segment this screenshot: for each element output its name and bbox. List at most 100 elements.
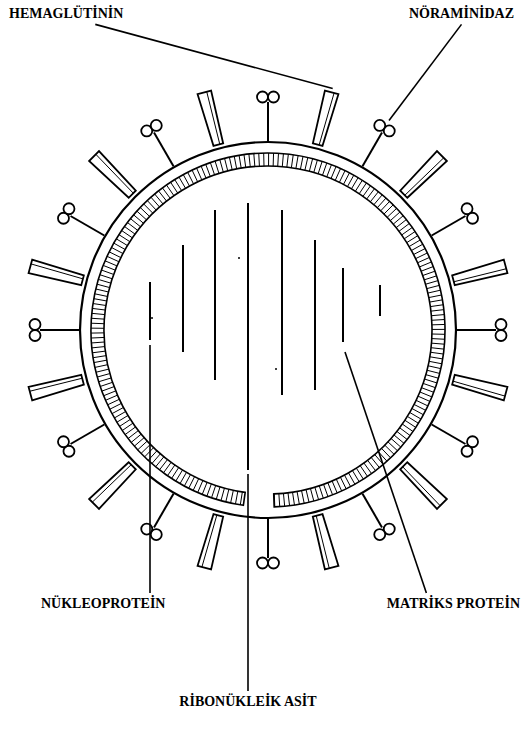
- hatch-line: [343, 173, 349, 185]
- hatch-line: [402, 227, 413, 235]
- hatch-line: [93, 356, 106, 358]
- dot: [275, 368, 277, 370]
- hatch-line: [101, 270, 113, 274]
- hatch-line: [111, 247, 122, 253]
- neuraminidase-spike: [457, 329, 496, 331]
- hatch-line: [418, 396, 430, 401]
- hatch-line: [120, 419, 131, 426]
- hatch-line: [300, 156, 303, 169]
- hatch-line: [100, 275, 112, 279]
- hatch-line: [197, 168, 202, 180]
- hatch-line: [277, 153, 279, 166]
- hatch-line: [107, 256, 119, 261]
- hatch-line: [210, 163, 214, 175]
- hemagglutinin-spike: [453, 381, 505, 396]
- hatch-line: [296, 156, 298, 169]
- hatch-line: [179, 177, 186, 188]
- dot: [238, 257, 240, 259]
- hatch-line: [108, 399, 120, 404]
- hatch-line: [429, 361, 442, 363]
- hatch-line: [206, 164, 211, 176]
- hatch-line: [226, 489, 229, 502]
- hatch-line: [114, 412, 125, 418]
- hatch-line: [183, 175, 189, 186]
- leader-lines: [95, 24, 461, 691]
- hatch-line: [407, 236, 418, 243]
- hatch-line: [92, 308, 105, 310]
- neuraminidase-spike: [154, 494, 174, 528]
- hatch-line: [239, 155, 241, 168]
- hatch-line: [273, 153, 274, 166]
- hatch-line: [263, 153, 264, 166]
- hatch-line: [192, 170, 198, 182]
- hatch-line: [180, 472, 186, 483]
- hatch-line: [407, 416, 418, 423]
- hatch-line: [419, 262, 431, 267]
- hatch-line: [414, 249, 426, 255]
- hatch-line: [104, 391, 116, 396]
- hatch-line: [359, 183, 366, 194]
- hemagglutinin-spike: [30, 378, 82, 391]
- hatch-line: [430, 357, 443, 359]
- hatch-line: [176, 470, 183, 481]
- hatch-line: [198, 481, 203, 493]
- rna-segment: [149, 282, 151, 340]
- hatch-line: [95, 294, 108, 297]
- hatch-line: [432, 324, 445, 325]
- neuraminidase-head: [462, 446, 473, 457]
- hatch-line: [166, 185, 173, 196]
- hatch-line: [423, 271, 435, 275]
- hatch-line: [229, 157, 232, 170]
- neuraminidase-spike: [154, 133, 174, 167]
- rna-segment: [281, 210, 283, 395]
- hatch-line: [112, 407, 123, 413]
- hatch-line: [305, 158, 308, 171]
- hatch-line: [92, 351, 105, 353]
- hemagglutinin-spike: [316, 516, 329, 568]
- hatch-line: [428, 366, 441, 369]
- neuraminidase-spike: [267, 519, 269, 558]
- hatch-line: [414, 404, 426, 410]
- rna-segment: [314, 240, 316, 390]
- part-label: MATRİKS PROTEİN: [386, 596, 521, 611]
- hatch-line: [91, 328, 104, 329]
- hatch-line: [215, 161, 219, 173]
- hatch-line: [240, 492, 242, 505]
- leader-line: [95, 24, 332, 88]
- hemagglutinin-spike: [452, 260, 507, 286]
- hemagglutinin-spike: [400, 462, 447, 509]
- hatch-line: [92, 313, 105, 314]
- hatch-line: [431, 310, 444, 311]
- hatch-line: [93, 304, 106, 306]
- hemagglutinin-spike: [29, 375, 84, 401]
- hatch-line: [322, 163, 326, 175]
- neuraminidase-spike: [71, 425, 105, 445]
- leader-line: [345, 352, 426, 593]
- hatch-line: [109, 252, 121, 258]
- hatch-line: [91, 323, 104, 324]
- part-label: NÖRAMİNİDAZ: [408, 6, 515, 21]
- hatch-line: [310, 488, 313, 501]
- hatch-line: [282, 154, 283, 167]
- hatch-line: [306, 490, 309, 503]
- hemagglutinin-spike: [92, 465, 131, 502]
- hatch-line: [268, 153, 269, 166]
- hatch-line: [97, 374, 110, 377]
- part-label: HEMAGLÜTİNİN: [8, 6, 124, 21]
- hatch-line: [96, 369, 109, 372]
- hatch-line: [117, 415, 128, 422]
- hatch-line: [100, 382, 112, 386]
- hemagglutinin-spike: [207, 92, 220, 144]
- hemagglutinin-spike: [89, 462, 136, 509]
- hatch-line: [409, 240, 420, 247]
- hatch-line: [220, 160, 224, 173]
- hatch-line: [106, 395, 118, 400]
- hatch-line: [427, 370, 440, 373]
- hemagglutinin-spike: [319, 93, 334, 145]
- rna-segments: [150, 203, 380, 470]
- hatch-line: [426, 375, 439, 379]
- hatch-line: [431, 315, 444, 316]
- neuraminidase-spike: [363, 133, 383, 167]
- hatch-line: [331, 167, 336, 179]
